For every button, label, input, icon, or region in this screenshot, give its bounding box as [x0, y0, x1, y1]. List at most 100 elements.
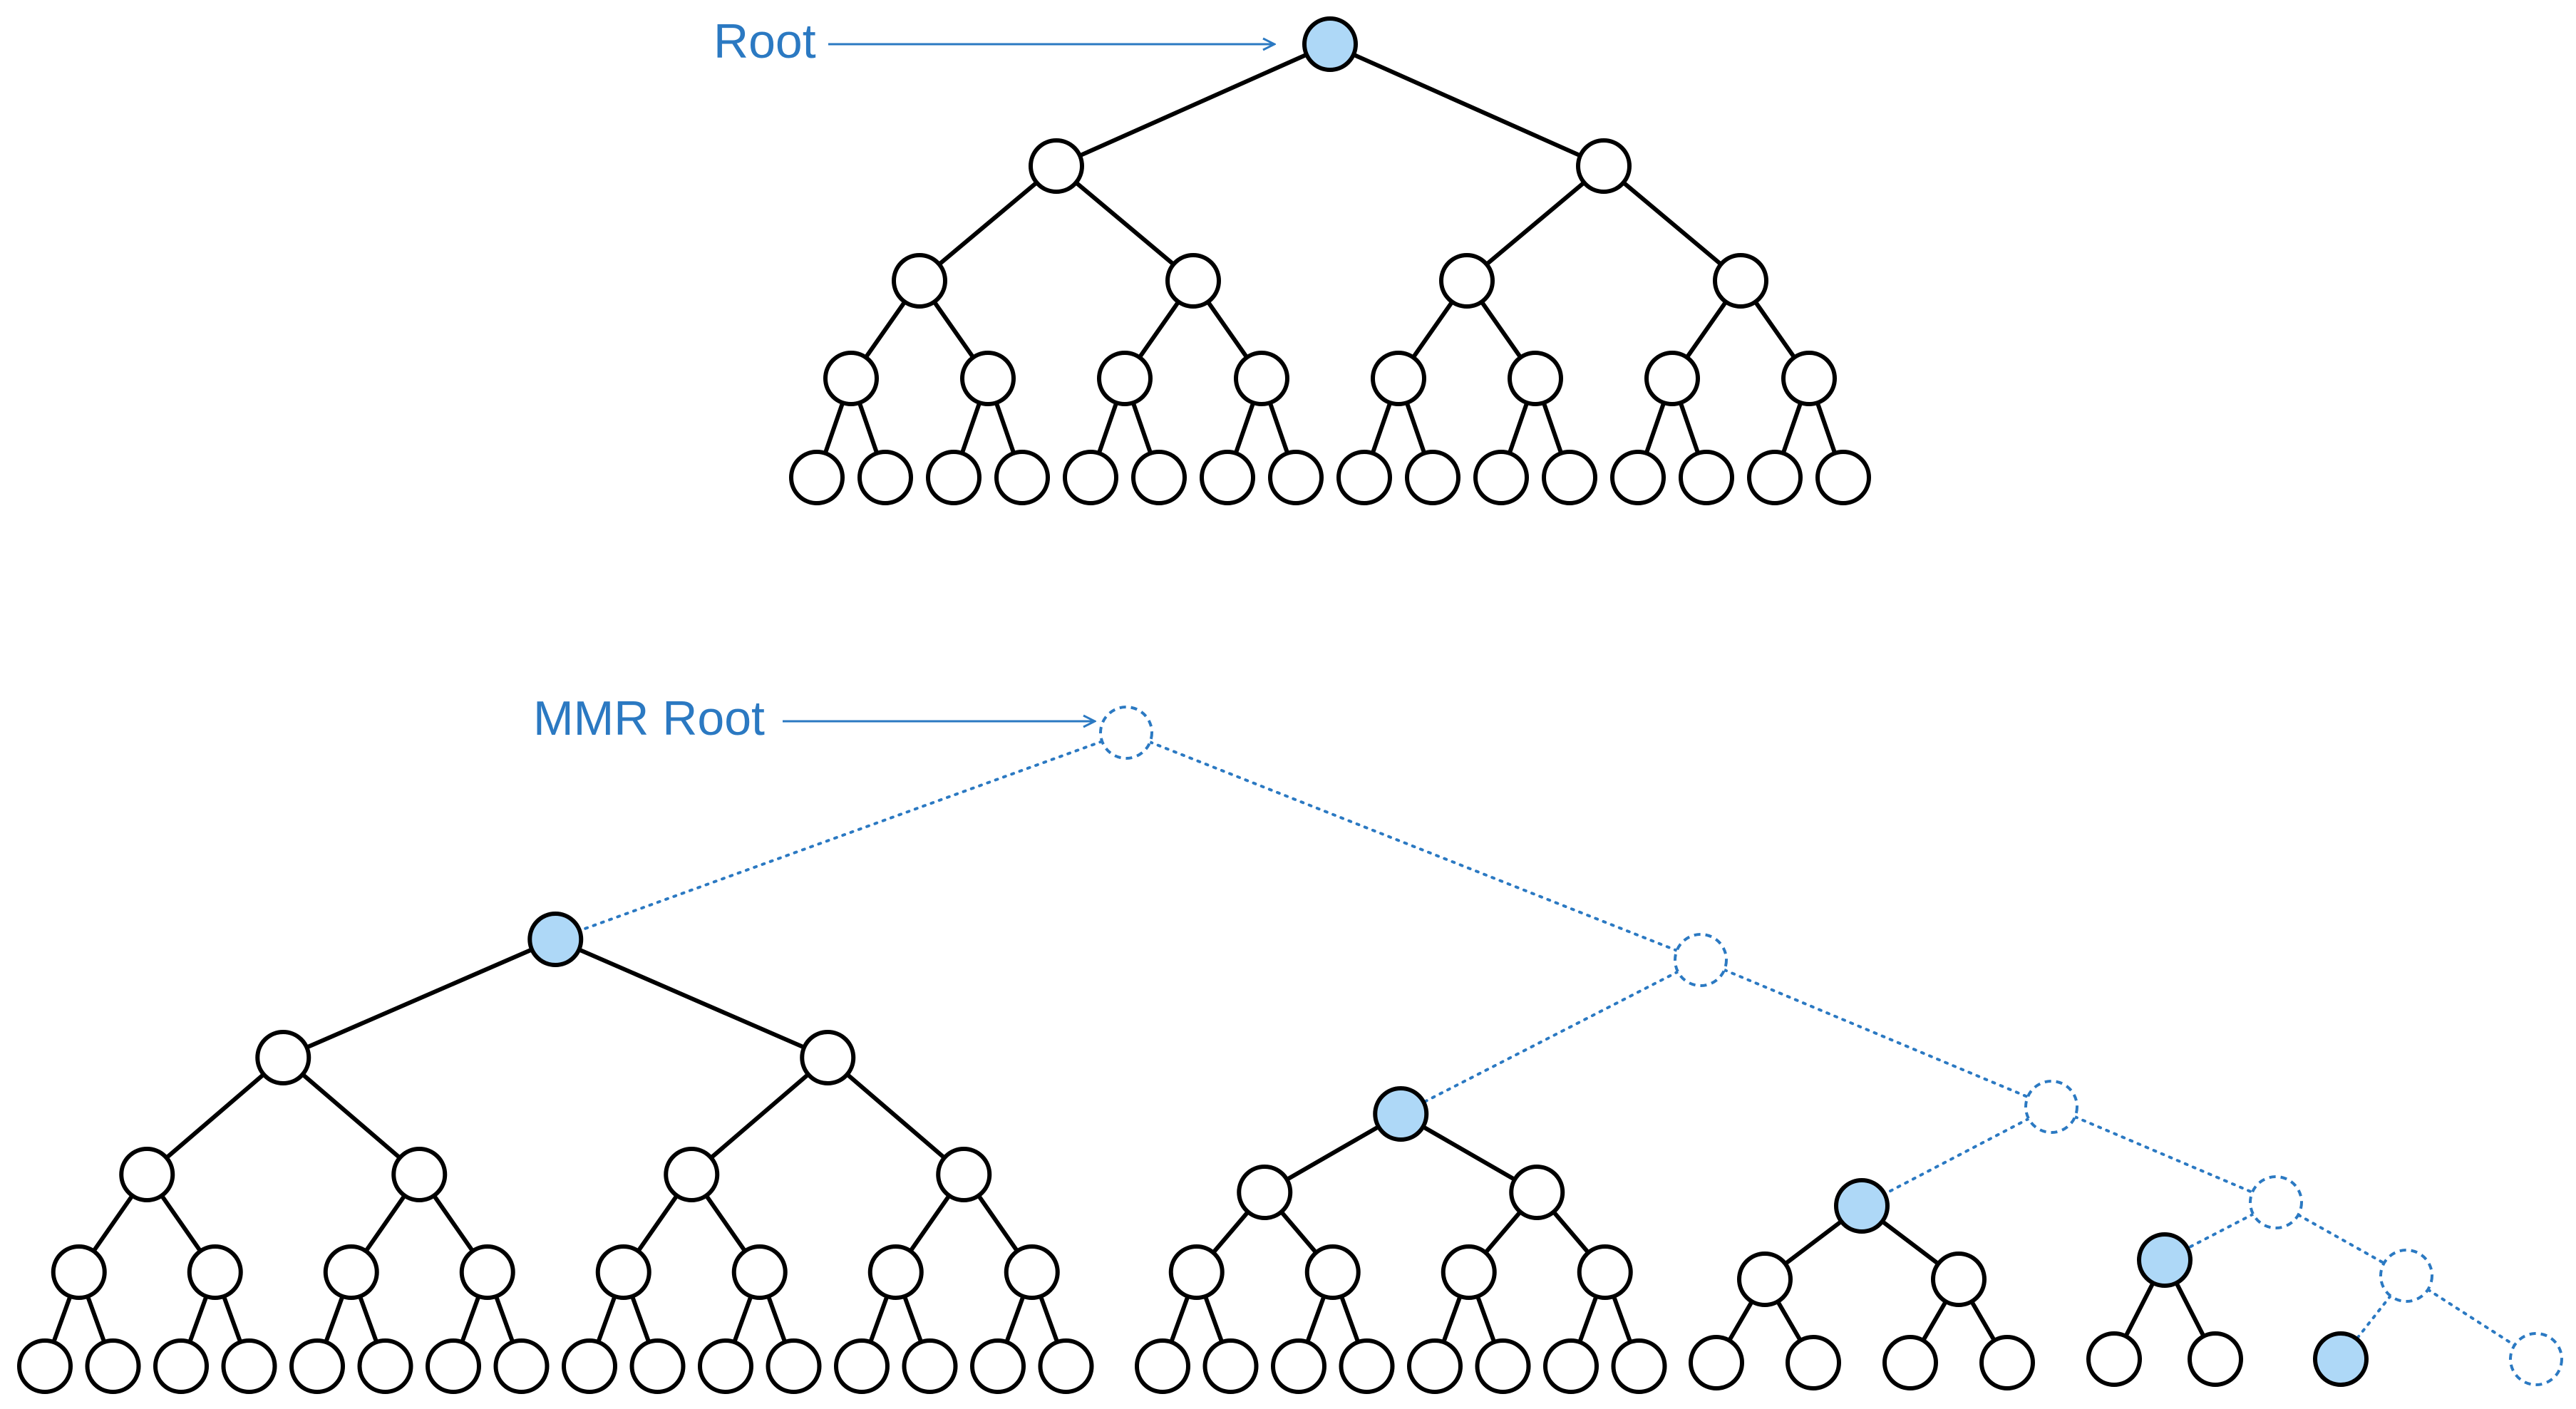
mmr-16-leaf-node [1038, 1338, 1094, 1394]
tree-node [1644, 351, 1700, 406]
mmr-16-leaf-node [562, 1338, 617, 1394]
mmr-16-node [51, 1244, 107, 1300]
mmr-16-edge [145, 1056, 286, 1177]
mmr-16-leaf-node [289, 1338, 345, 1394]
mmr-16-leaf-node [221, 1338, 277, 1394]
mmr-8-leaf-node [1475, 1338, 1531, 1394]
mmr-16-node [664, 1147, 720, 1202]
mmr-16-leaf-node [902, 1338, 958, 1394]
mmr-16-leaf-node [85, 1338, 141, 1394]
mmr-8-node [1441, 1244, 1497, 1300]
mmr-root-label: MMR Root [533, 691, 765, 745]
mmr-16-leaf-node [766, 1338, 822, 1394]
tree-node [1439, 253, 1495, 309]
tree-edge [1054, 42, 1332, 168]
mmr-8-node [1577, 1244, 1633, 1300]
mmr-8-node [1304, 1244, 1361, 1300]
mountain-nodes [17, 912, 2369, 1394]
mmr-8-leaf-node [1611, 1338, 1667, 1394]
bagging-edge [2050, 1105, 2277, 1204]
bagging-nodes [1099, 706, 2563, 1386]
mmr-16-root-node [527, 912, 584, 967]
tree-node [1029, 138, 1084, 194]
mmr-16-node [119, 1147, 175, 1202]
tree-leaf-node [857, 450, 913, 505]
tree-node [1508, 351, 1563, 406]
mmr-16-node [731, 1244, 788, 1300]
tree-edge [1465, 164, 1606, 283]
tree-node [1371, 351, 1426, 406]
tree-leaf-node [1473, 450, 1529, 505]
mmr-8-leaf-node [1135, 1338, 1190, 1394]
tree-leaf-node [1815, 450, 1871, 505]
tree-node [960, 351, 1016, 406]
mmr-16-leaf-node [970, 1338, 1026, 1394]
labels: Root MMR Root [533, 14, 1274, 745]
mmr-16-leaf-node [153, 1338, 209, 1394]
tree-leaf-node [1747, 450, 1803, 505]
mmr-4-leaf-node [1882, 1335, 1938, 1390]
mmr-16-node [187, 1244, 243, 1300]
bagging-edge [1860, 1105, 2053, 1207]
tree-leaf-node [926, 450, 982, 505]
root-label: Root [713, 14, 816, 68]
tree-node [1781, 351, 1837, 406]
mmr-4-leaf-node [1979, 1335, 2035, 1390]
mmr-8-leaf-node [1202, 1338, 1259, 1394]
mmr-8-root-node [1373, 1086, 1429, 1142]
mmr-16-node [867, 1244, 924, 1300]
tree-node [892, 253, 947, 309]
tree-node [1713, 253, 1768, 309]
mmr-16-edge [689, 1056, 830, 1177]
tree-leaf-node [1610, 450, 1666, 505]
mmr-16-node [1004, 1244, 1060, 1300]
tree-edge [1602, 164, 1743, 283]
tree-node [1097, 351, 1153, 406]
tree-leaf-node [1405, 450, 1460, 505]
bagging-virtual-node [2024, 1080, 2078, 1134]
tree-leaf-node [1200, 450, 1255, 505]
mmr-8-node [1509, 1165, 1565, 1220]
tree-leaf-node [1542, 450, 1597, 505]
tree-node [1234, 351, 1289, 406]
mmr-root-virtual-node [1099, 706, 1153, 760]
mmr-1-peak-node [2313, 1331, 2369, 1387]
mmr-16-edge [553, 937, 830, 1060]
tree-leaf-node [1268, 450, 1324, 505]
perfect-merkle-tree [789, 16, 1871, 505]
mmr-2-leaf-node [2086, 1331, 2142, 1387]
mmr-16-node [391, 1147, 448, 1202]
mmr-8-leaf-node [1271, 1338, 1326, 1394]
mmr-4-node [1931, 1251, 1987, 1307]
mmr-16-leaf-node [493, 1338, 550, 1394]
bagging-edge [554, 731, 1128, 941]
mmr-16-node [800, 1030, 856, 1085]
bagging-virtual-node [2379, 1249, 2433, 1303]
tree-leaf-node [1679, 450, 1734, 505]
tree-node [1165, 253, 1221, 309]
mmr-16-node [323, 1244, 379, 1300]
tree-node [1576, 138, 1632, 194]
bagging-edge [1125, 731, 1702, 961]
mmr-16-leaf-node [698, 1338, 753, 1394]
mmr-16-node [595, 1244, 651, 1300]
mmr-16-leaf-node [17, 1338, 73, 1394]
tree-node [823, 351, 879, 406]
tree-edge [917, 164, 1058, 283]
tree-leaf-node [1063, 450, 1118, 505]
tree-root-node [1302, 16, 1358, 72]
mmr-8-leaf-node [1339, 1338, 1395, 1394]
empty-virtual-leaf-node [2509, 1332, 2563, 1386]
bagging-virtual-node [1674, 933, 1728, 987]
mmr-16-leaf-node [834, 1338, 890, 1394]
mmr-8-node [1168, 1244, 1225, 1300]
tree-leaf-node [1131, 450, 1187, 505]
mmr-16-node [936, 1147, 992, 1202]
bagging-virtual-node [2249, 1175, 2303, 1229]
tree-edge [1054, 164, 1195, 283]
mmr-16-leaf-node [629, 1338, 686, 1394]
mmr-4-root-node [1834, 1178, 1890, 1234]
mmr-4-leaf-node [1689, 1335, 1744, 1390]
mmr-2-leaf-node [2188, 1331, 2243, 1387]
